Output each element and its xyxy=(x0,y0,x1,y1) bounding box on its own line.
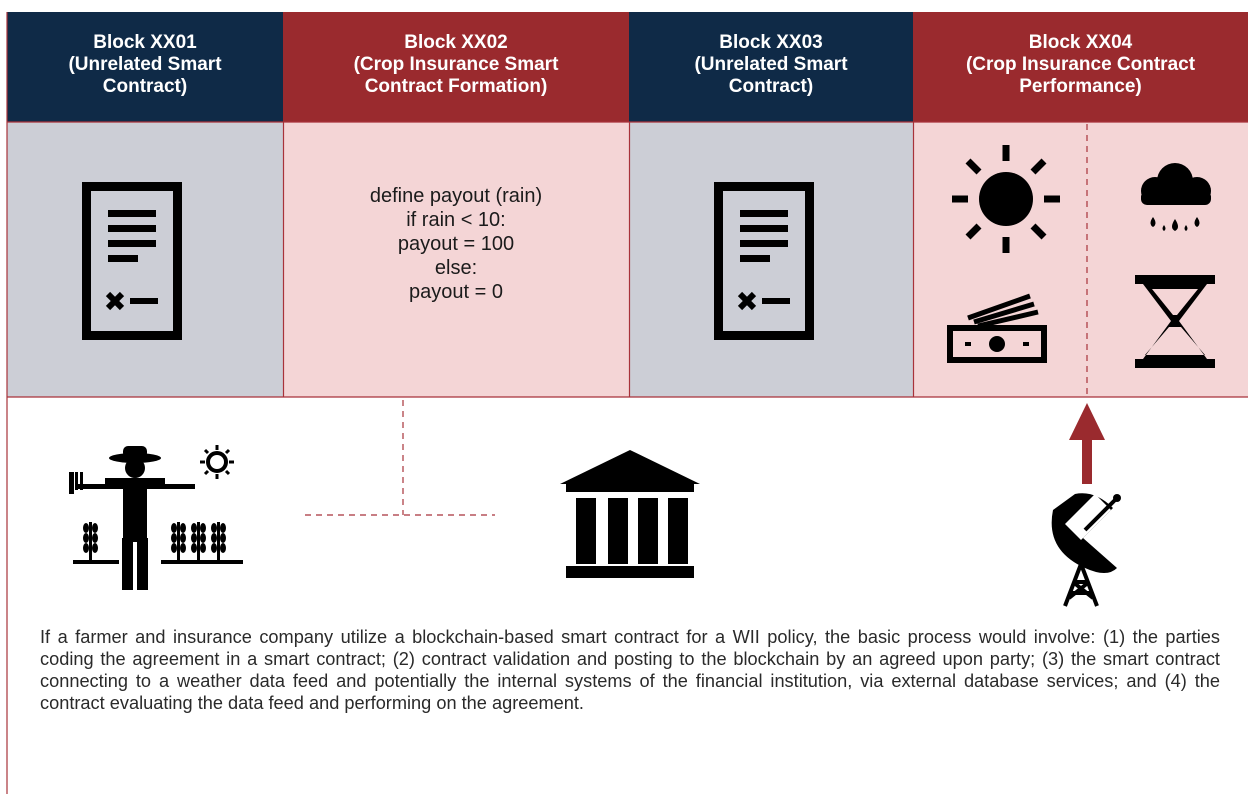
block-xx03-header: Block XX03 (Unrelated Smart Contract) xyxy=(629,12,913,122)
block-xx02-subtitle-2: Contract Formation) xyxy=(364,76,548,97)
block-xx01-title: Block XX01 xyxy=(93,32,197,53)
satellite-dish-icon xyxy=(1051,493,1121,607)
contract-connector xyxy=(305,400,495,516)
rain-cloud-icon xyxy=(1141,163,1211,231)
block-xx04-body xyxy=(913,122,1248,397)
block-xx04-title: Block XX04 xyxy=(1028,32,1133,53)
code-line: payout = 0 xyxy=(409,281,503,303)
block-xx04-subtitle-1: (Crop Insurance Contract xyxy=(965,54,1196,75)
money-icon xyxy=(947,293,1047,363)
block-xx01-header: Block XX01 (Unrelated Smart Contract) xyxy=(7,12,283,122)
block-xx03-title: Block XX03 xyxy=(719,32,823,53)
caption-paragraph: If a farmer and insurance company utiliz… xyxy=(40,627,1220,713)
block-xx03-subtitle-2: Contract) xyxy=(728,76,814,97)
block-xx01-subtitle-2: Contract) xyxy=(102,76,188,97)
frame-lines xyxy=(6,12,1248,794)
code-line: else: xyxy=(434,257,478,279)
code-line: if rain < 10: xyxy=(406,209,506,231)
document-icon xyxy=(714,182,814,340)
block-xx01-body xyxy=(7,122,283,397)
block-xx02-subtitle-1: (Crop Insurance Smart xyxy=(353,54,559,75)
block-xx04-header: Block XX04 (Crop Insurance Contract Perf… xyxy=(913,12,1248,122)
block-xx03-body xyxy=(629,122,913,397)
code-line: define payout (rain) xyxy=(369,185,543,207)
block-xx04-subtitle-2: Performance) xyxy=(1019,76,1142,97)
hourglass-icon xyxy=(1135,275,1215,368)
block-xx03-subtitle-1: (Unrelated Smart xyxy=(694,54,848,75)
block-xx02-body: define payout (rain) if rain < 10: payou… xyxy=(283,122,629,397)
farmer-icon xyxy=(69,445,243,590)
bank-icon xyxy=(560,450,700,578)
block-xx02-title: Block XX02 xyxy=(404,32,508,53)
code-block: define payout (rain) if rain < 10: payou… xyxy=(283,184,629,304)
up-arrow-icon xyxy=(1069,403,1105,484)
sun-icon xyxy=(952,145,1060,253)
document-icon xyxy=(82,182,182,340)
code-line: payout = 100 xyxy=(397,233,515,255)
block-xx02-header: Block XX02 (Crop Insurance Smart Contrac… xyxy=(283,12,629,122)
block-xx01-subtitle-1: (Unrelated Smart xyxy=(68,54,222,75)
